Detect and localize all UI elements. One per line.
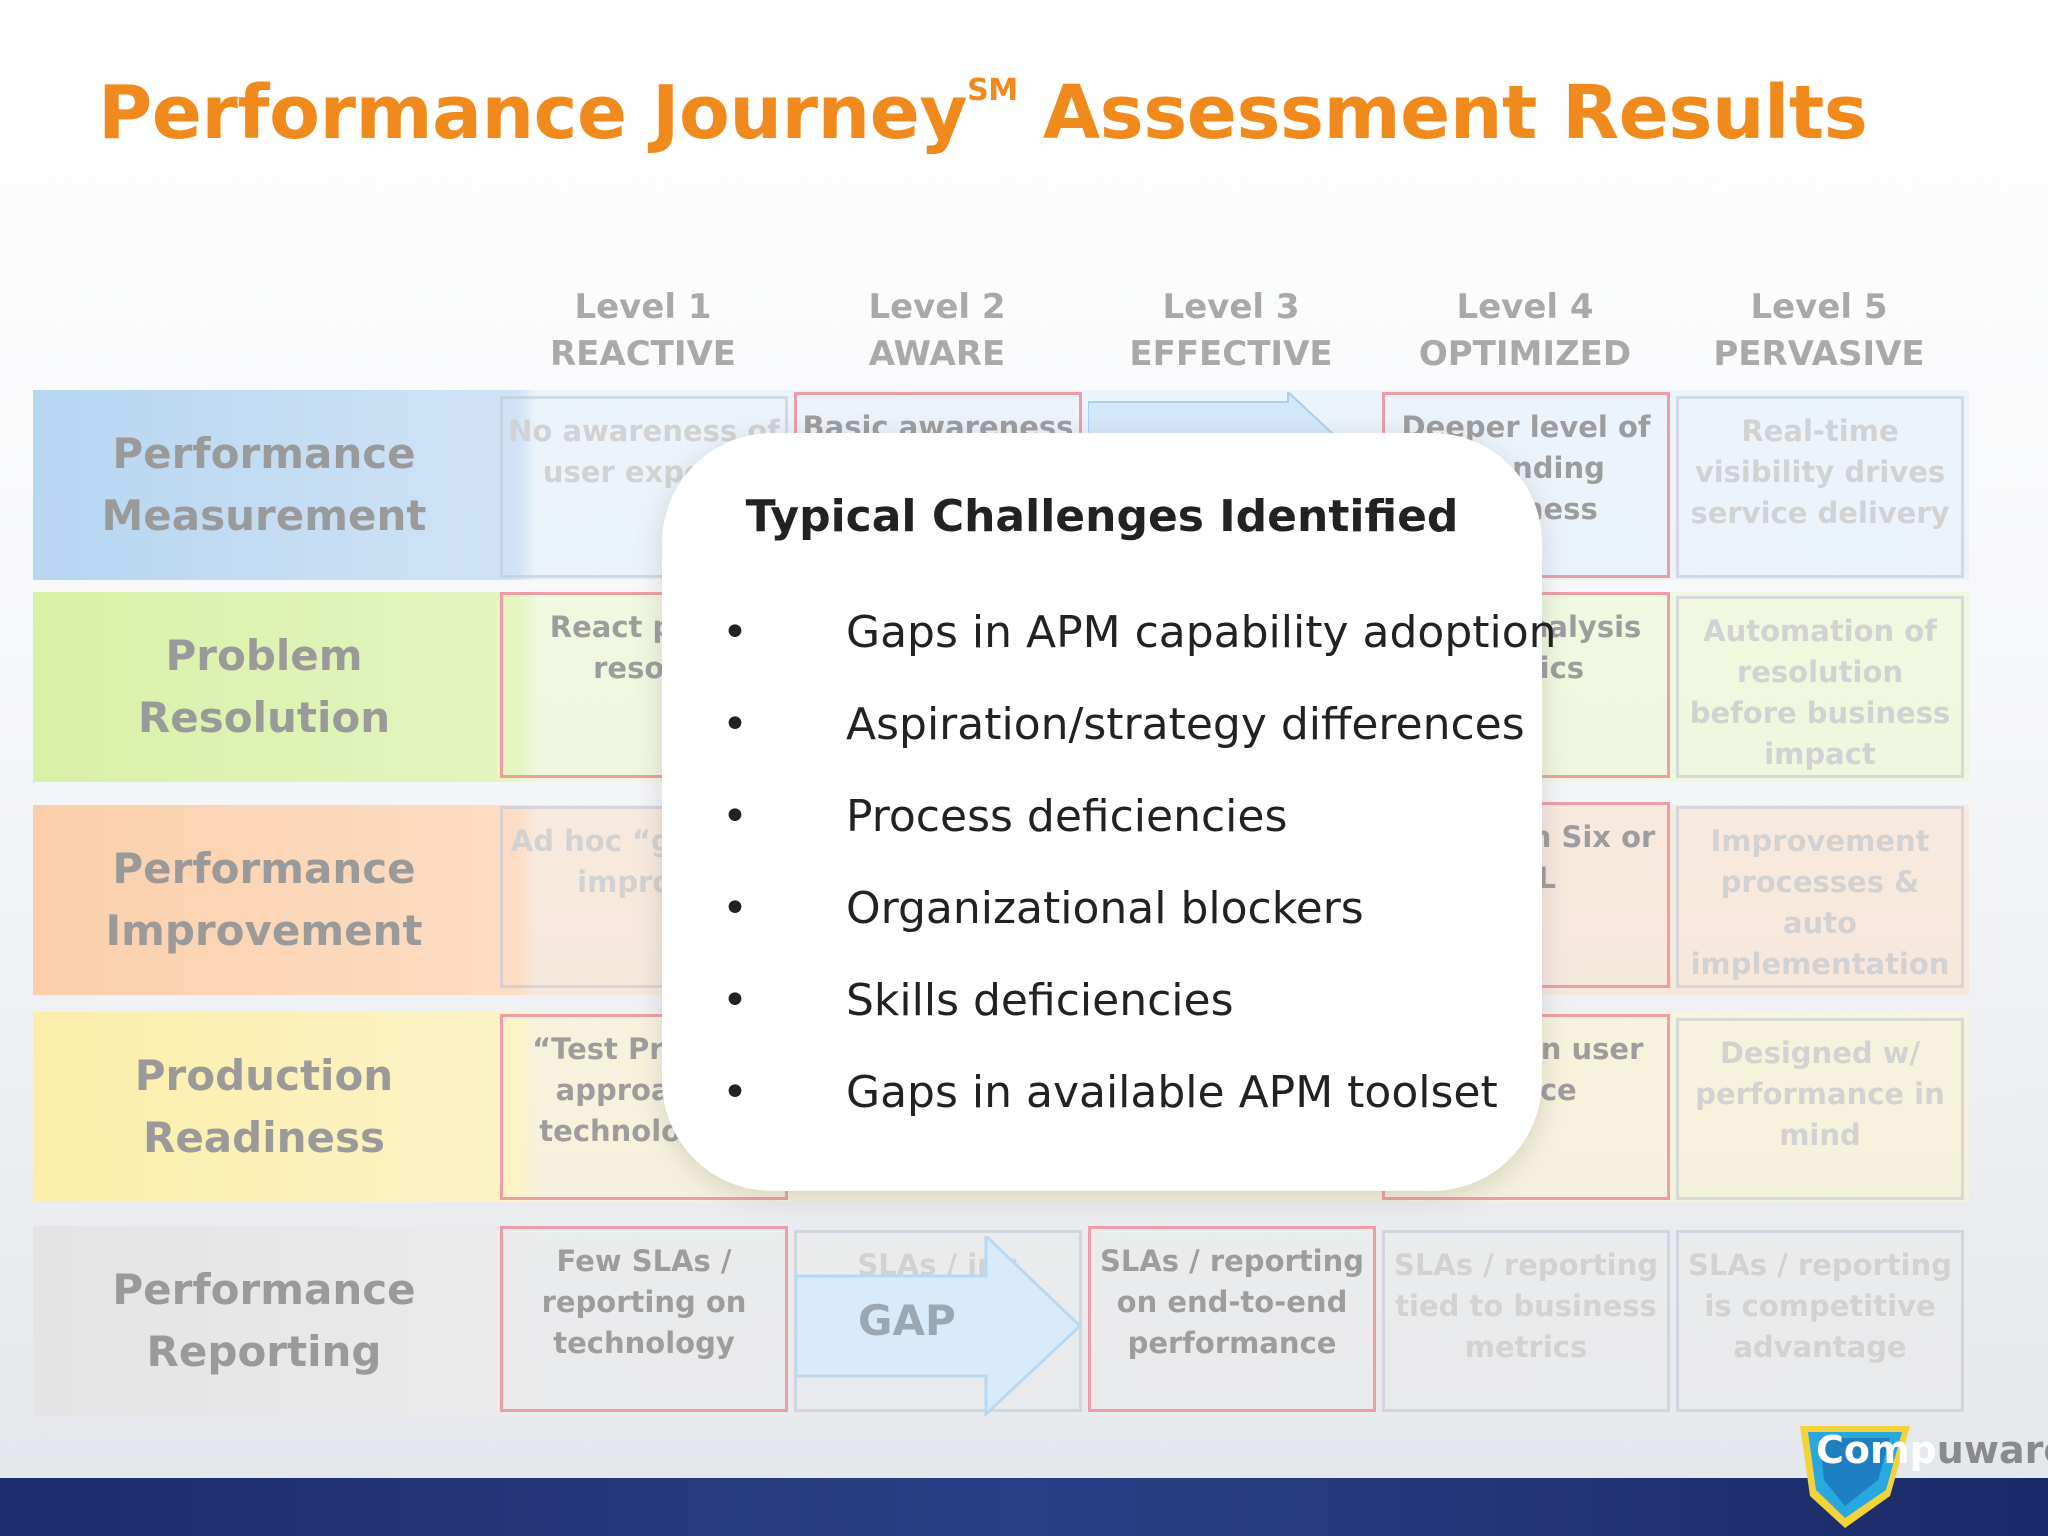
cell-measurement-l5: Real-time visibility drives service deli… (1676, 396, 1964, 578)
challenges-popup: Typical Challenges Identified •Gaps in A… (662, 433, 1557, 1191)
cell-improvement-l5: Improvement processes & auto implementat… (1676, 806, 1964, 988)
list-item: •Organizational blockers (722, 883, 1364, 934)
row-label-readiness: Production Readiness (134, 1051, 394, 1162)
list-item: •Process deficiencies (722, 791, 1288, 842)
gap-label: GAP (858, 1296, 956, 1345)
list-item: •Gaps in available APM toolset (722, 1067, 1498, 1118)
page-title: Performance JourneySM Assessment Results (98, 70, 1868, 156)
cell-reporting-l3: SLAs / reporting on end-to-end performan… (1088, 1226, 1376, 1412)
cell-resolution-l5: Automation of resolution before business… (1676, 596, 1964, 778)
row-label-resolution: Problem Resolution (137, 631, 391, 742)
challenges-list: •Gaps in APM capability adoption •Aspira… (720, 605, 1557, 1157)
list-item: •Gaps in APM capability adoption (722, 607, 1557, 658)
cell-reporting-l4: SLAs / reporting tied to business metric… (1382, 1230, 1670, 1412)
row-label-reporting: Performance Reporting (112, 1265, 416, 1376)
popup-title: Typical Challenges Identified (745, 491, 1459, 542)
row-label-improvement: Performance Improvement (105, 844, 423, 955)
list-item: •Skills deficiencies (722, 975, 1234, 1026)
footer-bar (0, 1478, 2048, 1536)
gap-arrow (796, 1236, 1083, 1416)
cell-reporting-l1: Few SLAs / reporting on technology (500, 1226, 788, 1412)
cell-reporting-l5: SLAs / reporting is competitive advantag… (1676, 1230, 1964, 1412)
compuware-logo: Compuware (1816, 1428, 2048, 1472)
compuware-logo-icon (1800, 1426, 1910, 1528)
list-item: •Aspiration/strategy differences (722, 699, 1525, 750)
row-label-measurement: Performance Measurement (101, 429, 427, 540)
cell-readiness-l5: Designed w/ performance in mind (1676, 1018, 1964, 1200)
